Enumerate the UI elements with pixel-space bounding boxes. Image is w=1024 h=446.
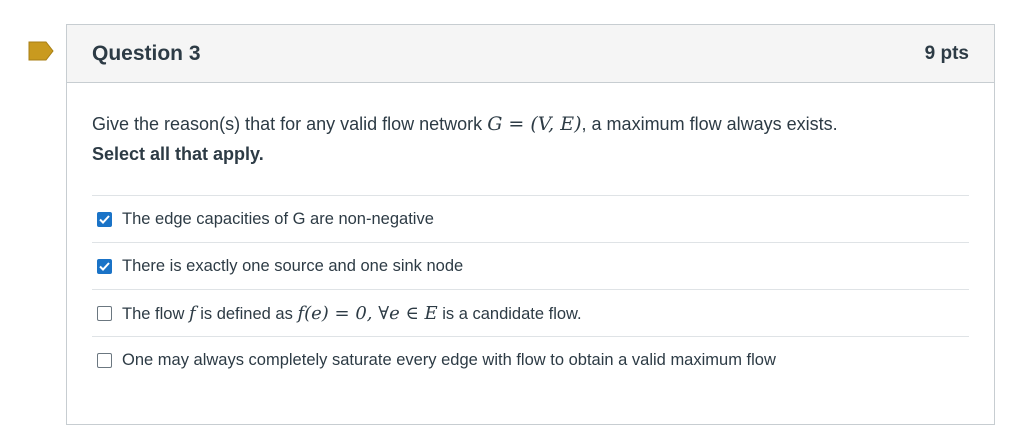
checkbox-checked-icon[interactable] [97, 211, 112, 227]
prompt-text-mid: , a maximum flow always exists. [581, 114, 838, 134]
answer-option[interactable]: The flow f is defined as f(e) = 0, ∀e ∈ … [92, 290, 969, 337]
question-points: 9 pts [924, 42, 969, 64]
question-title: Question 3 [92, 41, 201, 65]
question-header: Question 3 9 pts [67, 25, 994, 83]
answer-label: One may always completely saturate every… [122, 351, 776, 369]
answer-label: There is exactly one source and one sink… [122, 256, 464, 275]
prompt-text-start: Give the reason(s) that for any valid fl… [92, 114, 488, 134]
prompt-instruction: Select all that apply. [92, 144, 264, 164]
checkbox-unchecked-icon[interactable] [97, 353, 112, 368]
bookmark-flag-icon[interactable] [28, 41, 54, 61]
question-card: Question 3 9 pts Give the reason(s) that… [66, 24, 995, 425]
checkbox-checked-icon[interactable] [97, 258, 112, 274]
question-body: Give the reason(s) that for any valid fl… [67, 83, 994, 384]
answer-option[interactable]: One may always completely saturate every… [92, 337, 969, 384]
answer-label: The edge capacities of G are non-negativ… [122, 209, 434, 228]
checkbox-unchecked-icon[interactable] [97, 305, 112, 321]
question-prompt: Give the reason(s) that for any valid fl… [92, 109, 892, 169]
answer-option[interactable]: The edge capacities of G are non-negativ… [92, 196, 969, 243]
prompt-math: G = (V, E) [487, 113, 582, 135]
answer-label: The flow f is defined as f(e) = 0, ∀e ∈ … [122, 302, 582, 324]
answer-option[interactable]: There is exactly one source and one sink… [92, 243, 969, 290]
answer-list: The edge capacities of G are non-negativ… [92, 195, 969, 384]
